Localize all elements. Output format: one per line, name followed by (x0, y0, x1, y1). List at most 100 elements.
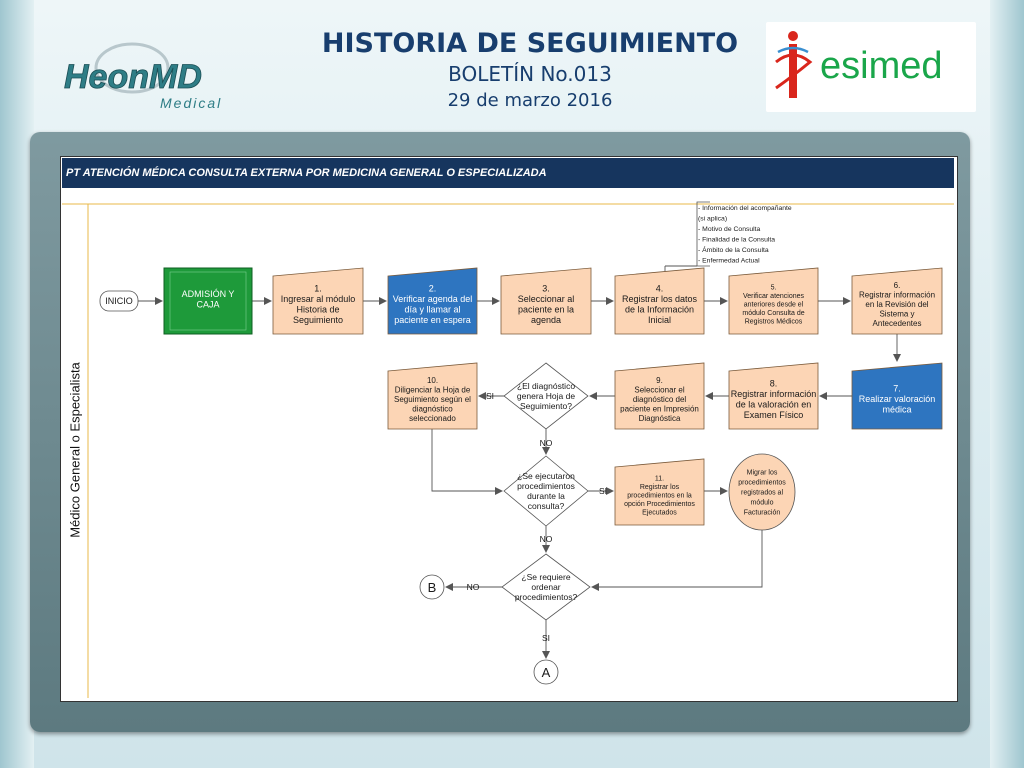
connector-b-label: B (428, 580, 437, 595)
label-no-d3: NO (467, 582, 480, 592)
node-text-line: Seleccionar al (518, 294, 575, 304)
note-line: - Enfermedad Actual (698, 258, 760, 265)
label-no-d1: NO (540, 438, 553, 448)
node-text-line: 8. (770, 378, 778, 388)
node-text-line: ¿Se requiere (521, 572, 570, 582)
note-line: (si aplica) (698, 216, 727, 223)
logo-main-text: HeonMD (64, 58, 202, 96)
connector-b: B (419, 574, 445, 600)
node-text-line: 6. (894, 281, 901, 290)
migrar-node: Migrar los procedimientos registrados al mó… (728, 453, 796, 531)
node-text-line: Sistema y (879, 309, 914, 318)
node-text-line: 5. (771, 284, 777, 291)
node-text-line: 3. (542, 283, 550, 293)
connector-a: A (533, 659, 559, 685)
node-text-line: Seleccionar el (634, 385, 684, 394)
logo-sub-text: Medical (160, 95, 222, 111)
node-text-line: Antecedentes (873, 319, 922, 328)
node-text-line: paciente en espera (394, 315, 471, 325)
node-text-line: 10. (427, 376, 438, 385)
label-si-d3: SI (542, 633, 550, 643)
node-text-line: módulo Consulta de (742, 310, 804, 317)
node-text-line: 7. (893, 384, 901, 394)
logo-dot-icon (788, 31, 798, 41)
node-text-line: registrados al (741, 489, 783, 496)
node-text-line: procedimientos? (515, 592, 578, 602)
slide-date: 29 de marzo 2016 (447, 90, 613, 111)
node-text-line: Seguimiento (293, 315, 343, 325)
node-text-line: Examen Físico (744, 410, 804, 420)
node-text-line: Seguimiento según el (394, 395, 471, 404)
step-10-shape (387, 362, 478, 430)
node-text-line: procedimientos (738, 479, 786, 486)
node-text-line: ADMISIÓN Y (182, 289, 235, 299)
node-text-line: consulta? (528, 501, 565, 511)
logo-right-text: esimed (820, 45, 943, 87)
step-9-shape (614, 362, 705, 430)
node-text-line: Registrar información (859, 290, 935, 299)
edge-10-d2 (431, 429, 503, 495)
label-no-d2: NO (540, 534, 553, 544)
node-text-line: día y llamar al (404, 304, 460, 314)
connector-a-label: A (542, 665, 551, 680)
node-text-line: Facturación (744, 509, 781, 516)
node-text-line: paciente en Impresión (620, 404, 699, 413)
node-text-line: Diagnóstica (639, 414, 681, 423)
node-text-line: seleccionado (409, 414, 456, 423)
node-text-line: Diligenciar la Hoja de (395, 385, 471, 394)
node-text-line: ordenar (531, 582, 560, 592)
node-text-line: 1. (314, 283, 322, 293)
node-text-line: Seguimiento? (520, 401, 572, 411)
node-text-line: Verificar agenda del (393, 294, 473, 304)
node-text-line: módulo (751, 499, 774, 506)
node-text-line: diagnóstico del (633, 395, 687, 404)
decision-3-shape (501, 553, 591, 621)
note-line: - Motivo de Consulta (698, 226, 761, 233)
step-2-shape (387, 267, 478, 335)
node-text-line: de la valoración en (736, 399, 812, 409)
left-side-gradient (0, 0, 34, 768)
node-text-line: ¿El diagnóstico (517, 381, 575, 391)
node-text-line: médica (882, 405, 911, 415)
node-text-line: Migrar los (747, 469, 778, 476)
node-text-line: Historia de (296, 304, 339, 314)
node-text-line: genera Hoja de (517, 391, 575, 401)
node-text-line: 11. (655, 475, 664, 482)
note-line: - Ámbito de la Consulta (698, 245, 769, 254)
step-3-shape (500, 267, 592, 335)
node-text-line: paciente en la (518, 304, 574, 314)
node-text-line: 4. (656, 283, 664, 293)
decision-2-shape (503, 455, 589, 527)
step-6-shape (851, 267, 943, 335)
node-text-line: Registrar información (731, 389, 817, 399)
node-text-line: 2. (429, 283, 437, 293)
edge-migrar-d3 (591, 530, 763, 591)
node-text-line: CAJA (196, 299, 219, 309)
step-8-shape (728, 362, 819, 430)
node-text-line: Registros Médicos (745, 318, 803, 325)
node-text-line: 9. (656, 376, 663, 385)
node-text-line: Inicial (648, 315, 671, 325)
step-11-shape (614, 458, 705, 526)
diagram-header: PT ATENCIÓN MÉDICA CONSULTA EXTERNA POR … (62, 158, 954, 188)
node-text-line: Verificar atenciones (743, 293, 805, 300)
step-1-shape (272, 267, 364, 335)
slide-title: HISTORIA DE SEGUIMIENTO (321, 28, 739, 59)
step-7-shape (851, 362, 943, 430)
info-note: - Información del acompañante(si aplica)… (696, 201, 792, 267)
node-text-line: diagnóstico (412, 404, 453, 413)
